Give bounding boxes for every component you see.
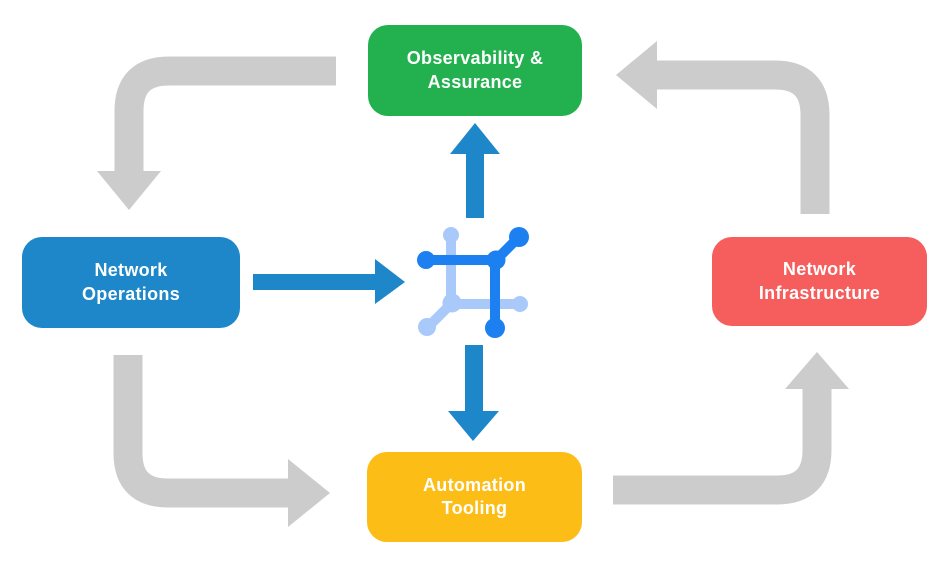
gray-cycle-arrowheads [97, 41, 849, 527]
node-observability-assurance-label: Observability & Assurance [406, 48, 544, 92]
edge-tooling-to-infrastructure [613, 389, 832, 505]
network-node-icon-dark-nodes [417, 227, 529, 338]
node-observability-assurance: Observability & Assurance [368, 25, 582, 116]
node-network-operations-label: Network Operations [81, 260, 181, 304]
edge-operations-to-tooling [113, 355, 288, 508]
gray-cycle-arrow-shafts [113, 56, 832, 508]
edge-infrastructure-to-observability [657, 60, 830, 214]
icon-node-bottom [485, 318, 505, 338]
network-node-icon [417, 227, 529, 338]
icon-node-left [417, 251, 435, 269]
arrowhead-up-icon [785, 352, 849, 389]
icon-node-bottomleft [418, 318, 436, 336]
blue-arrowhead-down-icon [448, 411, 499, 441]
arrowhead-left-icon [616, 41, 657, 109]
icon-node-topright [509, 227, 529, 247]
blue-arrow-shafts [253, 154, 484, 412]
node-network-operations: Network Operations [22, 237, 240, 328]
arrowhead-down-icon [97, 171, 161, 210]
node-network-infrastructure: Network Infrastructure [712, 237, 927, 326]
edge-observability-to-operations [114, 56, 336, 172]
blue-arrowheads [375, 123, 500, 441]
icon-node-right [512, 296, 528, 312]
blue-arrowhead-up-icon [450, 123, 500, 154]
arrowhead-right-icon [288, 459, 330, 527]
blue-arrowhead-right-icon [375, 259, 405, 304]
icon-node-corner-topright [486, 250, 506, 270]
icon-node-corner-bottomleft [442, 293, 462, 313]
node-network-infrastructure-label: Network Infrastructure [758, 259, 881, 303]
node-automation-tooling: Automation Tooling [367, 452, 582, 542]
node-automation-tooling-label: Automation Tooling [423, 474, 526, 518]
network-node-icon-light-nodes [418, 227, 528, 336]
icon-node-top [443, 227, 459, 243]
